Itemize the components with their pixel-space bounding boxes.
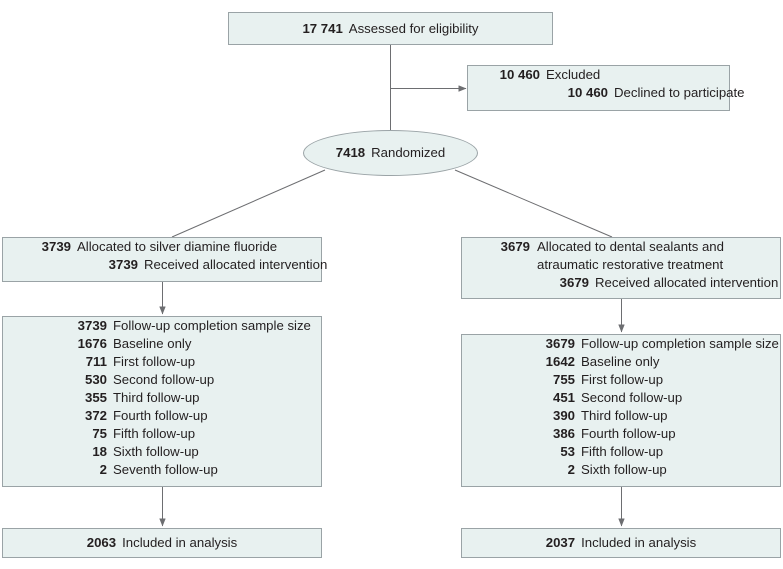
followup-right-item-count: 53 (560, 444, 575, 459)
included-right-count: 2037 (545, 535, 576, 550)
followup-right-item-count: 451 (552, 390, 575, 405)
followup-left-rows: 3739 Follow-up completion sample size 16… (3, 317, 321, 479)
followup-left-item-label: Seventh follow-up (113, 462, 218, 477)
followup-right-header-count: 3679 (545, 336, 575, 351)
assessed-label: Assessed for eligibility (348, 20, 479, 36)
included-left-row: 2063 Included in analysis (3, 534, 321, 552)
excluded-reason-count: 10 460 (567, 85, 608, 100)
included-left-label: Included in analysis (122, 535, 238, 550)
followup-left-item-row: 2 Seventh follow-up (3, 461, 321, 479)
followup-left-item-count: 18 (92, 444, 107, 459)
followup-right-item-label: Baseline only (581, 354, 660, 369)
followup-left-item-label: Fourth follow-up (113, 408, 208, 423)
followup-right-item-row: 53 Fifth follow-up (462, 443, 780, 461)
allocation-right-received-row: 3679 Received allocated intervention (462, 274, 780, 292)
followup-left-item-row: 530 Second follow-up (3, 371, 321, 389)
followup-left-header-label: Follow-up completion sample size (113, 318, 311, 333)
followup-left-item-count: 711 (85, 354, 107, 369)
followup-left-item-row: 355 Third follow-up (3, 389, 321, 407)
followup-left-header-count: 3739 (77, 318, 107, 333)
followup-left-item-row: 1676 Baseline only (3, 335, 321, 353)
excluded-label: Excluded (546, 67, 601, 82)
included-left-count: 2063 (86, 535, 117, 550)
assessed-count: 17 741 (302, 20, 343, 36)
followup-right-item-count: 2 (567, 462, 575, 477)
allocation-left-received-label: Received allocated intervention (144, 257, 328, 272)
included-right-label: Included in analysis (581, 535, 697, 550)
followup-left-item-count: 75 (92, 426, 107, 441)
node-randomized: 7418 Randomized (303, 130, 478, 176)
followup-left-item-row: 372 Fourth follow-up (3, 407, 321, 425)
followup-right-item-count: 755 (552, 372, 575, 387)
followup-left-item-label: Fifth follow-up (113, 426, 196, 441)
allocation-left-received-row: 3739 Received allocated intervention (3, 256, 328, 274)
node-followup-right: 3679 Follow-up completion sample size 16… (461, 334, 781, 487)
followup-left-item-label: Sixth follow-up (113, 444, 199, 459)
followup-right-item-label: Fourth follow-up (581, 426, 676, 441)
allocation-right-received-count: 3679 (559, 275, 589, 290)
assessed-row: 17 741 Assessed for eligibility (229, 20, 552, 38)
followup-left-item-count: 372 (84, 408, 107, 423)
allocation-left-count: 3739 (41, 239, 71, 254)
followup-right-item-label: Fifth follow-up (581, 444, 664, 459)
followup-right-item-label: Sixth follow-up (581, 462, 667, 477)
followup-right-item-row: 1642 Baseline only (462, 353, 780, 371)
node-allocation-left: 3739 Allocated to silver diamine fluorid… (2, 237, 328, 282)
followup-left-item-label: Second follow-up (113, 372, 215, 387)
followup-right-header-row: 3679 Follow-up completion sample size (462, 335, 780, 353)
followup-left-item-row: 711 First follow-up (3, 353, 321, 371)
allocation-left-label: Allocated to silver diamine fluoride (77, 239, 278, 254)
followup-left-item-count: 355 (84, 390, 107, 405)
node-followup-left: 3739 Follow-up completion sample size 16… (2, 316, 322, 487)
included-right-row: 2037 Included in analysis (462, 534, 780, 552)
connector-randomized-to-allocation-right (454, 169, 613, 238)
followup-right-item-label: Second follow-up (581, 390, 683, 405)
allocation-left-row: 3739 Allocated to silver diamine fluorid… (3, 238, 321, 256)
followup-right-item-row: 755 First follow-up (462, 371, 780, 389)
followup-left-item-row: 75 Fifth follow-up (3, 425, 321, 443)
node-allocation-right: 3679 Allocated to dental sealants and at… (461, 237, 781, 299)
followup-left-item-label: Third follow-up (113, 390, 200, 405)
allocation-left-received-count: 3739 (108, 257, 138, 272)
followup-right-item-count: 1642 (545, 354, 575, 369)
followup-right-item-label: Third follow-up (581, 408, 668, 423)
allocation-right-count: 3679 (500, 239, 530, 254)
followup-left-item-count: 1676 (77, 336, 107, 351)
randomized-label: Randomized (371, 145, 446, 160)
allocation-right-row: 3679 Allocated to dental sealants and at… (462, 238, 780, 274)
followup-left-header-row: 3739 Follow-up completion sample size (3, 317, 321, 335)
node-assessed-for-eligibility: 17 741 Assessed for eligibility (228, 12, 553, 45)
followup-right-item-label: First follow-up (581, 372, 664, 387)
randomized-count: 7418 (335, 145, 366, 160)
allocation-right-label: Allocated to dental sealants and atrauma… (537, 239, 724, 272)
followup-right-item-row: 386 Fourth follow-up (462, 425, 780, 443)
excluded-row: 10 460 Excluded (468, 66, 729, 84)
excluded-count: 10 460 (499, 67, 540, 82)
connector-randomized-to-allocation-left (171, 169, 326, 238)
followup-right-item-row: 2 Sixth follow-up (462, 461, 780, 479)
followup-right-item-count: 386 (552, 426, 575, 441)
allocation-right-received-label: Received allocated intervention (595, 275, 779, 290)
followup-right-header-label: Follow-up completion sample size (581, 336, 779, 351)
followup-left-item-label: Baseline only (113, 336, 192, 351)
followup-right-item-row: 390 Third follow-up (462, 407, 780, 425)
followup-left-item-count: 530 (84, 372, 107, 387)
followup-right-item-count: 390 (552, 408, 575, 423)
followup-left-item-count: 2 (99, 462, 107, 477)
node-excluded: 10 460 Excluded 10 460 Declined to parti… (467, 65, 745, 111)
node-included-right: 2037 Included in analysis (461, 528, 781, 558)
followup-right-rows: 3679 Follow-up completion sample size 16… (462, 335, 780, 479)
excluded-reason-label: Declined to participate (614, 85, 745, 100)
excluded-reason-row: 10 460 Declined to participate (468, 84, 745, 102)
followup-right-item-row: 451 Second follow-up (462, 389, 780, 407)
node-included-left: 2063 Included in analysis (2, 528, 322, 558)
randomized-row: 7418 Randomized (336, 144, 445, 162)
followup-left-item-label: First follow-up (113, 354, 196, 369)
followup-left-item-row: 18 Sixth follow-up (3, 443, 321, 461)
